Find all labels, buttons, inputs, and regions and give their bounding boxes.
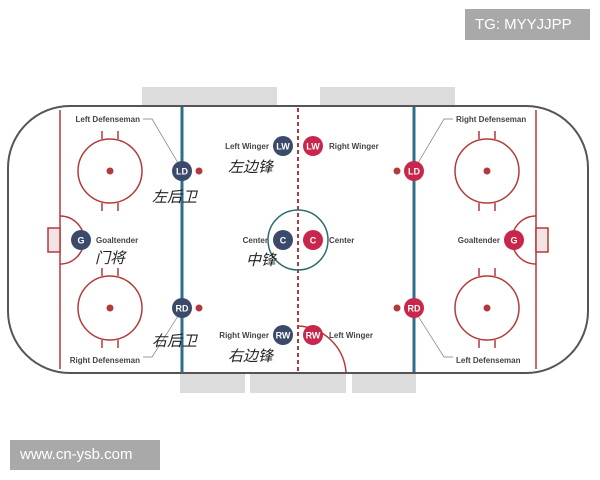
faceoff-circle [454, 275, 520, 341]
faceoff-circle [454, 138, 520, 204]
player-code: RD [176, 304, 189, 314]
player-code: G [510, 236, 517, 246]
label-right-defenseman: Right Defenseman [70, 356, 140, 365]
player-code: LD [408, 167, 420, 177]
player-code: G [77, 236, 84, 246]
faceoff-dot [393, 167, 401, 175]
faceoff-dot [106, 167, 114, 175]
player-red-g[interactable]: G [504, 230, 524, 250]
faceoff-dot [106, 304, 114, 312]
faceoff-dot [483, 304, 491, 312]
player-code: RW [306, 331, 321, 341]
penalty-box-1 [180, 372, 245, 393]
label-right-winger-red: Right Winger [329, 142, 379, 151]
faceoff-circle [77, 138, 143, 204]
player-code: RW [276, 331, 291, 341]
player-blue-lw[interactable]: LW [273, 136, 293, 156]
player-code: LW [306, 142, 320, 152]
bench-top-left [142, 87, 277, 107]
label-center-red: Center [329, 236, 354, 245]
label-goaltender-red: Goaltender [458, 236, 500, 245]
hash-marks [101, 131, 496, 348]
player-code: LD [176, 167, 188, 177]
right-goal-net [535, 227, 549, 253]
watermark-bottom: www.cn-ysb.com [10, 440, 160, 470]
faceoff-dot [195, 167, 203, 175]
red-team: LW RW C LD RD G Right Winger Left Winger… [303, 115, 526, 365]
cn-label-left-defenseman: 左后卫 [152, 188, 198, 206]
player-red-lw[interactable]: LW [303, 136, 323, 156]
cn-label-center: 中锋 [246, 251, 278, 269]
label-center: Center [243, 236, 268, 245]
player-code: C [310, 236, 317, 246]
player-code: LW [276, 142, 290, 152]
player-blue-g[interactable]: G [71, 230, 91, 250]
label-left-defenseman: Left Defenseman [76, 115, 141, 124]
benches [142, 87, 455, 393]
player-code: C [280, 236, 287, 246]
left-goal-net [47, 227, 61, 253]
faceoff-circle [77, 275, 143, 341]
label-left-defenseman-red: Left Defenseman [456, 356, 521, 365]
watermark-top: TG: MYYJJPP [465, 9, 590, 40]
leader-line [417, 118, 453, 164]
player-blue-rw[interactable]: RW [273, 325, 293, 345]
player-red-c[interactable]: C [303, 230, 323, 250]
player-red-ld[interactable]: LD [404, 161, 424, 181]
bench-top-right [320, 87, 455, 107]
player-blue-ld[interactable]: LD [172, 161, 192, 181]
leader-line [143, 315, 179, 358]
player-red-rd[interactable]: RD [404, 298, 424, 318]
label-right-defenseman-red: Right Defenseman [456, 115, 526, 124]
cn-label-goaltender: 门将 [95, 249, 127, 267]
leader-line [143, 118, 179, 164]
cn-label-right-defenseman: 右后卫 [152, 332, 198, 350]
leader-line [417, 315, 453, 358]
penalty-box-3 [352, 372, 416, 393]
blue-team: LD RD LW RW C G Left Defenseman Right De… [70, 115, 293, 365]
referee-crease [297, 325, 347, 373]
player-blue-rd[interactable]: RD [172, 298, 192, 318]
player-red-rw[interactable]: RW [303, 325, 323, 345]
label-left-winger: Left Winger [225, 142, 269, 151]
faceoff-dot [393, 304, 401, 312]
rink-boards [7, 105, 589, 374]
faceoff-dot [483, 167, 491, 175]
label-left-winger-red: Left Winger [329, 331, 373, 340]
penalty-box-2 [250, 372, 346, 393]
center-circle [267, 209, 329, 271]
cn-label-left-winger: 左边锋 [228, 158, 275, 176]
player-blue-c[interactable]: C [273, 230, 293, 250]
cn-label-right-winger: 右边锋 [228, 347, 275, 365]
player-code: RD [408, 304, 421, 314]
faceoff-dot [195, 304, 203, 312]
label-goaltender: Goaltender [96, 236, 138, 245]
label-right-winger: Right Winger [219, 331, 269, 340]
